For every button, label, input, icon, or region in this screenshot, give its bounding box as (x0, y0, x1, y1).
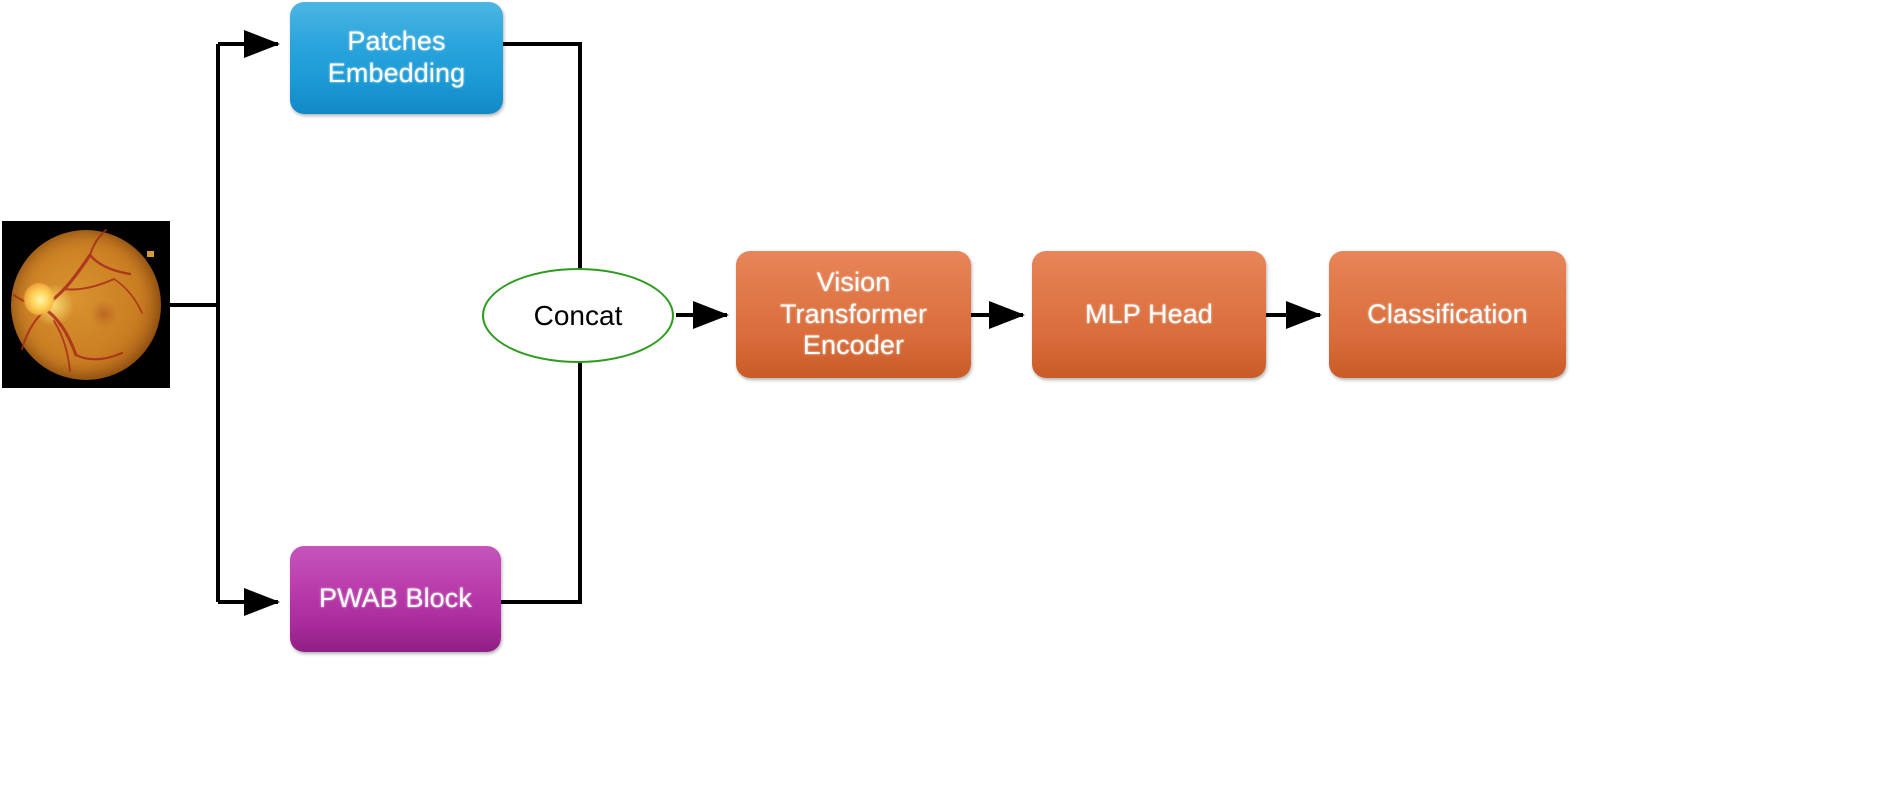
node-mlp-head-label: MLP Head (1085, 298, 1213, 329)
node-mlp-head[interactable]: MLP Head (1032, 251, 1266, 378)
label-line-1: Vision (816, 267, 891, 298)
node-vision-transformer-encoder-label: Vision Transformer Encoder (780, 267, 927, 362)
label-line-2: Transformer (779, 298, 928, 329)
label-line-2: Embedding (327, 58, 466, 88)
node-concat[interactable]: Concat (482, 268, 674, 363)
node-classification[interactable]: Classification (1329, 251, 1566, 378)
node-patches-embedding-label: Patches Embedding (328, 26, 466, 89)
node-pwab-block[interactable]: PWAB Block (290, 546, 501, 652)
edge-pwab-to-concat (501, 352, 582, 604)
node-concat-label: Concat (533, 299, 623, 331)
node-pwab-block-label: PWAB Block (318, 583, 473, 614)
edge-patches-to-concat (503, 42, 582, 281)
edge-image-to-split (170, 44, 220, 602)
fundus-vessel-tree (13, 229, 143, 372)
label-line-3: Encoder (802, 330, 905, 361)
node-classification-label: Classification (1367, 298, 1528, 329)
node-vision-transformer-encoder[interactable]: Vision Transformer Encoder (736, 251, 971, 378)
node-patches-embedding[interactable]: Patches Embedding (290, 2, 503, 114)
optic-disc (23, 283, 54, 316)
fundus-edge-notch (147, 251, 154, 257)
retina-fundus-image (2, 221, 170, 388)
label-line-1: Patches (347, 26, 446, 57)
